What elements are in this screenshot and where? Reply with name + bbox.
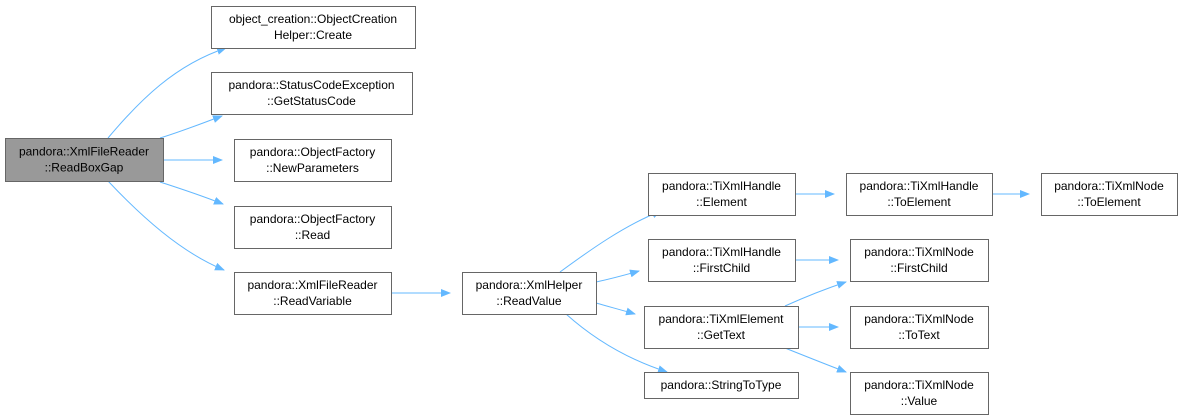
node-handle-firstchild[interactable]: pandora::TiXmlHandle::FirstChild [648,239,796,282]
node-label-line: ::Value [901,394,938,408]
node-label-line: pandora::TiXmlNode [864,245,974,259]
node-node-totext[interactable]: pandora::TiXmlNode::ToText [850,306,989,349]
node-box[interactable] [846,173,993,216]
node-element-gettext[interactable]: pandora::TiXmlElement::GetText [644,306,799,349]
node-getstatuscode[interactable]: pandora::StatusCodeException::GetStatusC… [211,72,413,115]
node-label-line: pandora::TiXmlNode [1054,179,1164,193]
node-label-line: Helper::Create [274,28,352,42]
node-label-line: ::Element [696,195,747,209]
node-label-line: pandora::TiXmlNode [864,312,974,326]
node-label-line: pandora::TiXmlHandle [860,179,979,193]
node-label-line: ::ReadValue [496,294,561,308]
node-box[interactable] [850,372,989,415]
node-box[interactable] [644,372,799,399]
node-label-line: pandora::ObjectFactory [250,145,375,159]
node-box[interactable] [234,206,392,249]
nodes-layer: pandora::XmlFileReader::ReadBoxGap object… [5,6,1178,415]
node-label-line: pandora::TiXmlNode [864,378,974,392]
node-box[interactable] [211,6,416,49]
node-newparameters[interactable]: pandora::ObjectFactory::NewParameters [234,139,392,182]
node-objectfactory-read[interactable]: pandora::ObjectFactory::Read [234,206,392,249]
edge-readvalue-to-stringtotype [565,313,668,374]
node-readvariable[interactable]: pandora::XmlFileReader::ReadVariable [234,272,392,315]
node-node-value[interactable]: pandora::TiXmlNode::Value [850,372,989,415]
node-box[interactable] [850,239,989,282]
node-label-line: pandora::ObjectFactory [250,212,375,226]
node-readvalue[interactable]: pandora::XmlHelper::ReadValue [462,272,597,315]
node-label-line: ::ToElement [887,195,951,209]
edge-readvalue-to-handle-element [559,210,662,273]
node-label-line: ::NewParameters [266,161,359,175]
node-label-line: pandora::TiXmlElement [659,312,785,326]
node-label-line: pandora::TiXmlHandle [662,179,781,193]
edge-readboxgap-to-readvariable [107,180,225,271]
edges-layer [107,47,1030,374]
node-box[interactable] [234,139,392,182]
node-label-line: pandora::StatusCodeException [228,78,394,92]
node-box[interactable] [648,239,796,282]
node-label-line: object_creation::ObjectCreation [229,12,397,26]
node-label-line: pandora::XmlFileReader [19,145,149,159]
node-label-line: ::ToText [898,328,940,342]
node-handle-element[interactable]: pandora::TiXmlHandle::Element [648,173,796,216]
node-box[interactable] [5,138,164,182]
node-label-line: ::Read [295,228,330,242]
node-stringtotype[interactable]: pandora::StringToType [644,372,799,399]
edge-readboxgap-to-objectcreationhelper-create [107,47,227,139]
edge-readboxgap-to-getstatuscode [159,115,223,139]
edge-readvalue-to-element-gettext [595,302,636,316]
edge-element-gettext-to-node-value [784,347,847,373]
node-node-firstchild[interactable]: pandora::TiXmlNode::FirstChild [850,239,989,282]
node-label-line: pandora::StringToType [661,378,782,392]
node-label-line: ::ReadVariable [273,294,352,308]
node-box[interactable] [211,72,413,115]
node-box[interactable] [234,272,392,315]
node-label-line: ::ToElement [1077,195,1141,209]
edge-readvalue-to-handle-firstchild [595,269,640,283]
node-label-line: ::FirstChild [693,261,750,275]
node-node-toelement[interactable]: pandora::TiXmlNode::ToElement [1041,173,1178,216]
node-box[interactable] [648,173,796,216]
node-label-line: ::GetText [697,328,746,342]
edge-readboxgap-to-objectfactory-read [159,181,224,205]
node-box[interactable] [462,272,597,315]
node-label-line: ::ReadBoxGap [45,161,124,175]
node-box[interactable] [1041,173,1178,216]
node-label-line: ::GetStatusCode [267,94,356,108]
node-box[interactable] [850,306,989,349]
node-handle-toelement[interactable]: pandora::TiXmlHandle::ToElement [846,173,993,216]
node-label-line: pandora::XmlHelper [476,278,583,292]
node-label-line: pandora::XmlFileReader [247,278,377,292]
node-readboxgap[interactable]: pandora::XmlFileReader::ReadBoxGap [5,138,164,182]
node-label-line: pandora::TiXmlHandle [662,245,781,259]
edge-element-gettext-to-node-firstchild [784,281,847,307]
node-objectcreationhelper-create[interactable]: object_creation::ObjectCreationHelper::C… [211,6,416,49]
node-box[interactable] [644,306,799,349]
node-label-line: ::FirstChild [890,261,947,275]
